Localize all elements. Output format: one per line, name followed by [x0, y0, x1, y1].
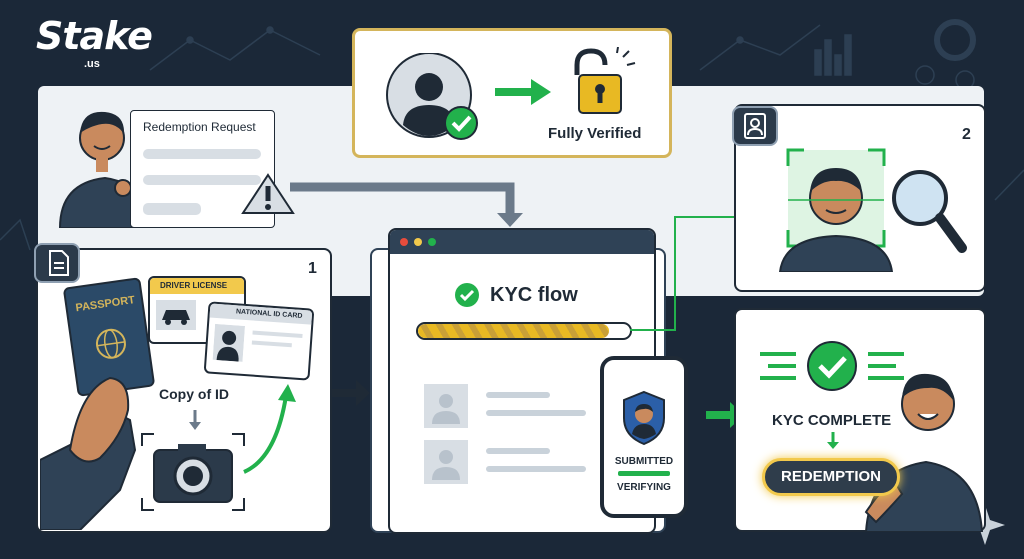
- brand-logo: Stake: [36, 14, 153, 58]
- fully-verified-label: Fully Verified: [548, 125, 642, 142]
- verified-avatar-icon: [386, 53, 478, 140]
- document-icon: [49, 250, 69, 276]
- brand-logo-suffix: .us: [84, 58, 100, 70]
- maximize-dot: [428, 238, 436, 246]
- green-curved-arrow: [243, 384, 296, 474]
- window-titlebar: [390, 230, 654, 254]
- passport: PASSPORT: [62, 277, 156, 397]
- shield-user-icon: [623, 390, 665, 446]
- national-id-card: NATIONAL ID CARD: [203, 301, 315, 381]
- magnifier-icon: [892, 170, 967, 253]
- camera-icon: [141, 433, 245, 511]
- avatar-placeholder-icon: [424, 440, 468, 484]
- phone-status-verifying: VERIFYING: [617, 482, 671, 493]
- face-scan-illustration: [778, 148, 894, 272]
- flow-arrow: [290, 182, 523, 227]
- success-check-icon: [760, 341, 904, 391]
- license-label: DRIVER LICENSE: [160, 281, 228, 290]
- kyc-complete-title: KYC COMPLETE: [772, 412, 892, 429]
- user-id-icon: [744, 113, 766, 139]
- person-illustration: [864, 373, 984, 532]
- step-number: 2: [962, 126, 971, 143]
- hand-illustration: [40, 376, 137, 530]
- warning-icon: [241, 173, 295, 214]
- list-item-line: [486, 448, 550, 454]
- copy-of-id-label: Copy of ID: [159, 386, 229, 402]
- down-arrow-icon: [189, 410, 201, 430]
- step-number: 1: [308, 260, 317, 277]
- fully-verified-card: Fully Verified: [352, 28, 672, 158]
- phone-status-bar: [618, 471, 670, 476]
- document-icon-chip: [34, 243, 80, 283]
- globe-icon: [95, 328, 126, 359]
- phone: SUBMITTED VERIFYING: [600, 356, 688, 518]
- list-item-line: [486, 392, 550, 398]
- check-circle-icon: [455, 283, 479, 307]
- close-dot: [400, 238, 408, 246]
- unlocked-padlock-icon: [574, 47, 636, 114]
- user-id-icon-chip: [732, 106, 778, 146]
- phone-status-submitted: SUBMITTED: [614, 456, 674, 467]
- minimize-dot: [414, 238, 422, 246]
- list-item-line: [486, 466, 586, 472]
- down-arrow-icon: [827, 432, 839, 449]
- form-field: [143, 175, 261, 185]
- passport-label: PASSPORT: [74, 294, 136, 315]
- flow-arrow: [332, 380, 370, 406]
- car-icon: [156, 300, 196, 330]
- user-with-form-illustration: [58, 111, 147, 228]
- list-item-line: [486, 410, 586, 416]
- kyc-progress-bar: [416, 322, 632, 340]
- avatar-placeholder-icon: [424, 384, 468, 428]
- green-arrow: [495, 79, 551, 105]
- kyc-flow-title: KYC flow: [490, 284, 578, 306]
- kyc-progress-fill: [418, 324, 609, 338]
- form-field: [143, 149, 261, 159]
- form-title: Redemption Request: [143, 120, 256, 134]
- redemption-button[interactable]: REDEMPTION: [762, 458, 900, 496]
- id-photo-icon: [212, 323, 246, 362]
- form-field: [143, 203, 201, 215]
